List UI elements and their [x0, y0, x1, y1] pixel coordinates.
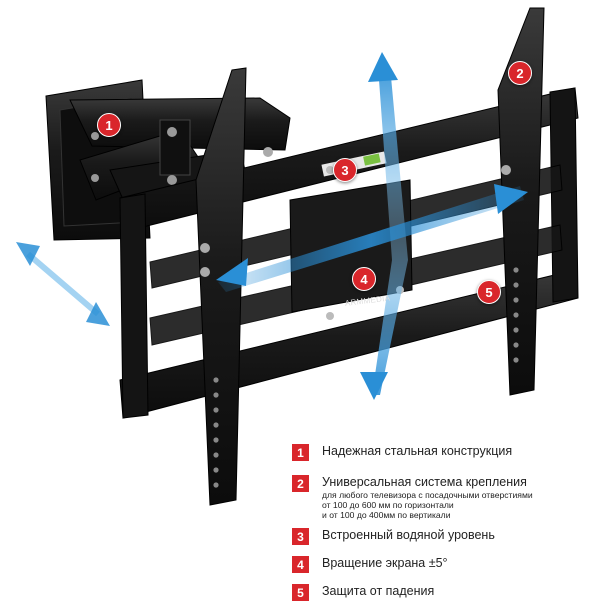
- feature-item-4: 4 Вращение экрана ±5°: [292, 556, 448, 573]
- motion-arrows: [16, 52, 528, 400]
- feature-number: 5: [292, 584, 309, 601]
- callout-1: 1: [97, 113, 121, 137]
- feature-item-1: 1 Надежная стальная конструкция: [292, 444, 512, 461]
- feature-detail: и от 100 до 400мм по вертикали: [322, 510, 451, 520]
- feature-title: Вращение экрана ±5°: [322, 556, 448, 570]
- feature-item-3: 3 Встроенный водяной уровень: [292, 528, 495, 545]
- callout-2: 2: [508, 61, 532, 85]
- feature-number: 2: [292, 475, 309, 492]
- feature-detail: для любого телевизора с посадочными отве…: [322, 490, 533, 500]
- feature-item-5: 5 Защита от падения: [292, 584, 434, 601]
- feature-title: Универсальная система крепления: [322, 475, 527, 489]
- feature-detail: от 100 до 600 мм по горизонтали: [322, 500, 454, 510]
- left-vertical-bracket: [195, 67, 247, 506]
- feature-item-2: 2 Универсальная система крепления для лю…: [292, 475, 533, 520]
- rotation-arrow: [216, 184, 528, 292]
- callout-3: 3: [333, 158, 357, 182]
- feature-number: 4: [292, 556, 309, 573]
- feature-number: 1: [292, 444, 309, 461]
- feature-title: Надежная стальная конструкция: [322, 444, 513, 458]
- feature-title: Встроенный водяной уровень: [322, 528, 495, 542]
- callout-4: 4: [352, 267, 376, 291]
- callout-5: 5: [477, 280, 501, 304]
- feature-title: Защита от падения: [322, 584, 435, 598]
- right-vertical-bracket: [497, 7, 545, 396]
- feature-number: 3: [292, 528, 309, 545]
- swivel-arrow-left: [16, 242, 110, 326]
